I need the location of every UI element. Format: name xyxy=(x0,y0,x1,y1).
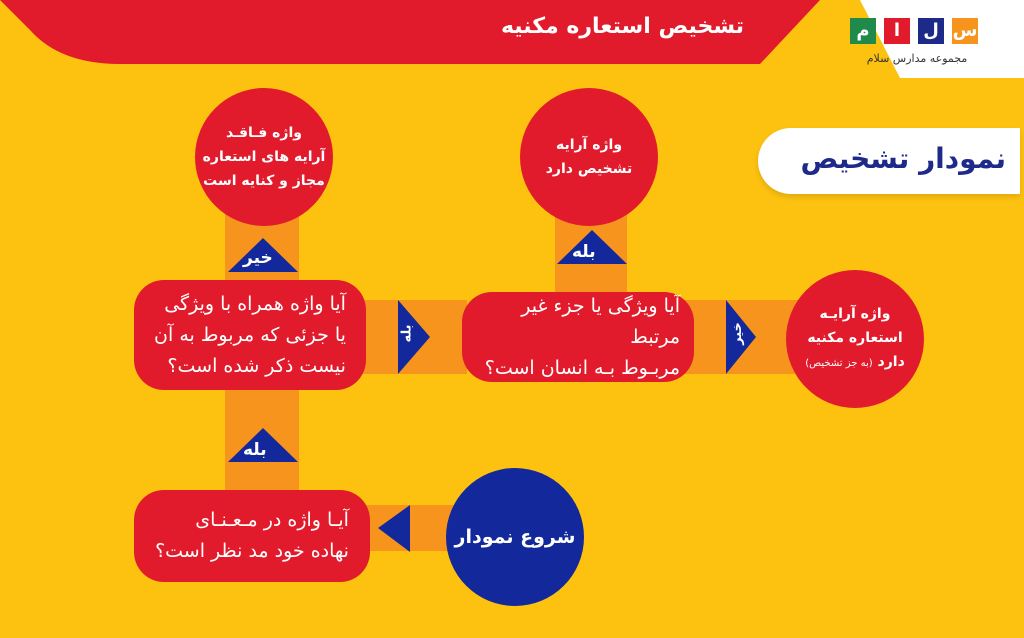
arrow-yes-up-right xyxy=(557,230,627,264)
result-metaphor-tail: دارد (به جز تشخیص) xyxy=(805,350,905,376)
logo-letter-s: س xyxy=(952,20,978,41)
logo-letter-a: ا xyxy=(893,20,901,41)
edge-label-no-q3: خیر xyxy=(729,322,745,345)
start-node: شروع نمودار xyxy=(446,468,584,606)
question-human-attribute: آیا ویژگی یا جزء غیر مرتبط مربـوط بـه ان… xyxy=(462,292,694,382)
logo-letter-m: م xyxy=(856,20,870,41)
header-banner xyxy=(0,0,820,64)
result-metaphor-tail-word: دارد xyxy=(877,354,905,370)
header-title: تشخیص استعاره مکنیه xyxy=(500,14,744,39)
logo-caption: مجموعه مدارس سلام xyxy=(866,52,968,65)
edge-label-yes-q1: بله xyxy=(243,440,267,460)
edge-label-yes-q2: بله xyxy=(399,324,415,343)
edge-label-yes-q3: بله xyxy=(572,242,596,262)
result-metaphor: واژه آرایـه استعاره مکنیه دارد (به جز تش… xyxy=(786,270,924,408)
result-personification: واژه آرایه تشخیص دارد xyxy=(520,88,658,226)
result-metaphor-text: واژه آرایـه استعاره مکنیه xyxy=(807,306,903,346)
arrow-no-to-metaphor xyxy=(726,300,756,374)
question-unrelated-attribute: آیا واژه همراه با ویژگی یا جزئی که مربوط… xyxy=(134,280,366,390)
result-metaphor-note: (به جز تشخیص) xyxy=(805,358,873,369)
arrow-no-up xyxy=(228,238,298,272)
logo xyxy=(850,0,1024,78)
question-literal-meaning: آیـا واژه در مـعـنـای نهاده خود مد نظر ا… xyxy=(134,490,370,582)
diagram-title: نمودار تشخیص xyxy=(800,142,1007,175)
logo-letter-l: ل xyxy=(923,20,939,41)
result-no-figure: واژه فـاقـد آرایه های استعاره مجاز و کنا… xyxy=(195,88,333,226)
arrow-no-to-q3 xyxy=(398,300,430,374)
diagram-title-badge xyxy=(758,128,1020,194)
arrow-yes-up-left xyxy=(228,428,298,462)
arrow-to-q1 xyxy=(378,505,410,552)
edge-label-no-q2: خیر xyxy=(243,248,273,268)
